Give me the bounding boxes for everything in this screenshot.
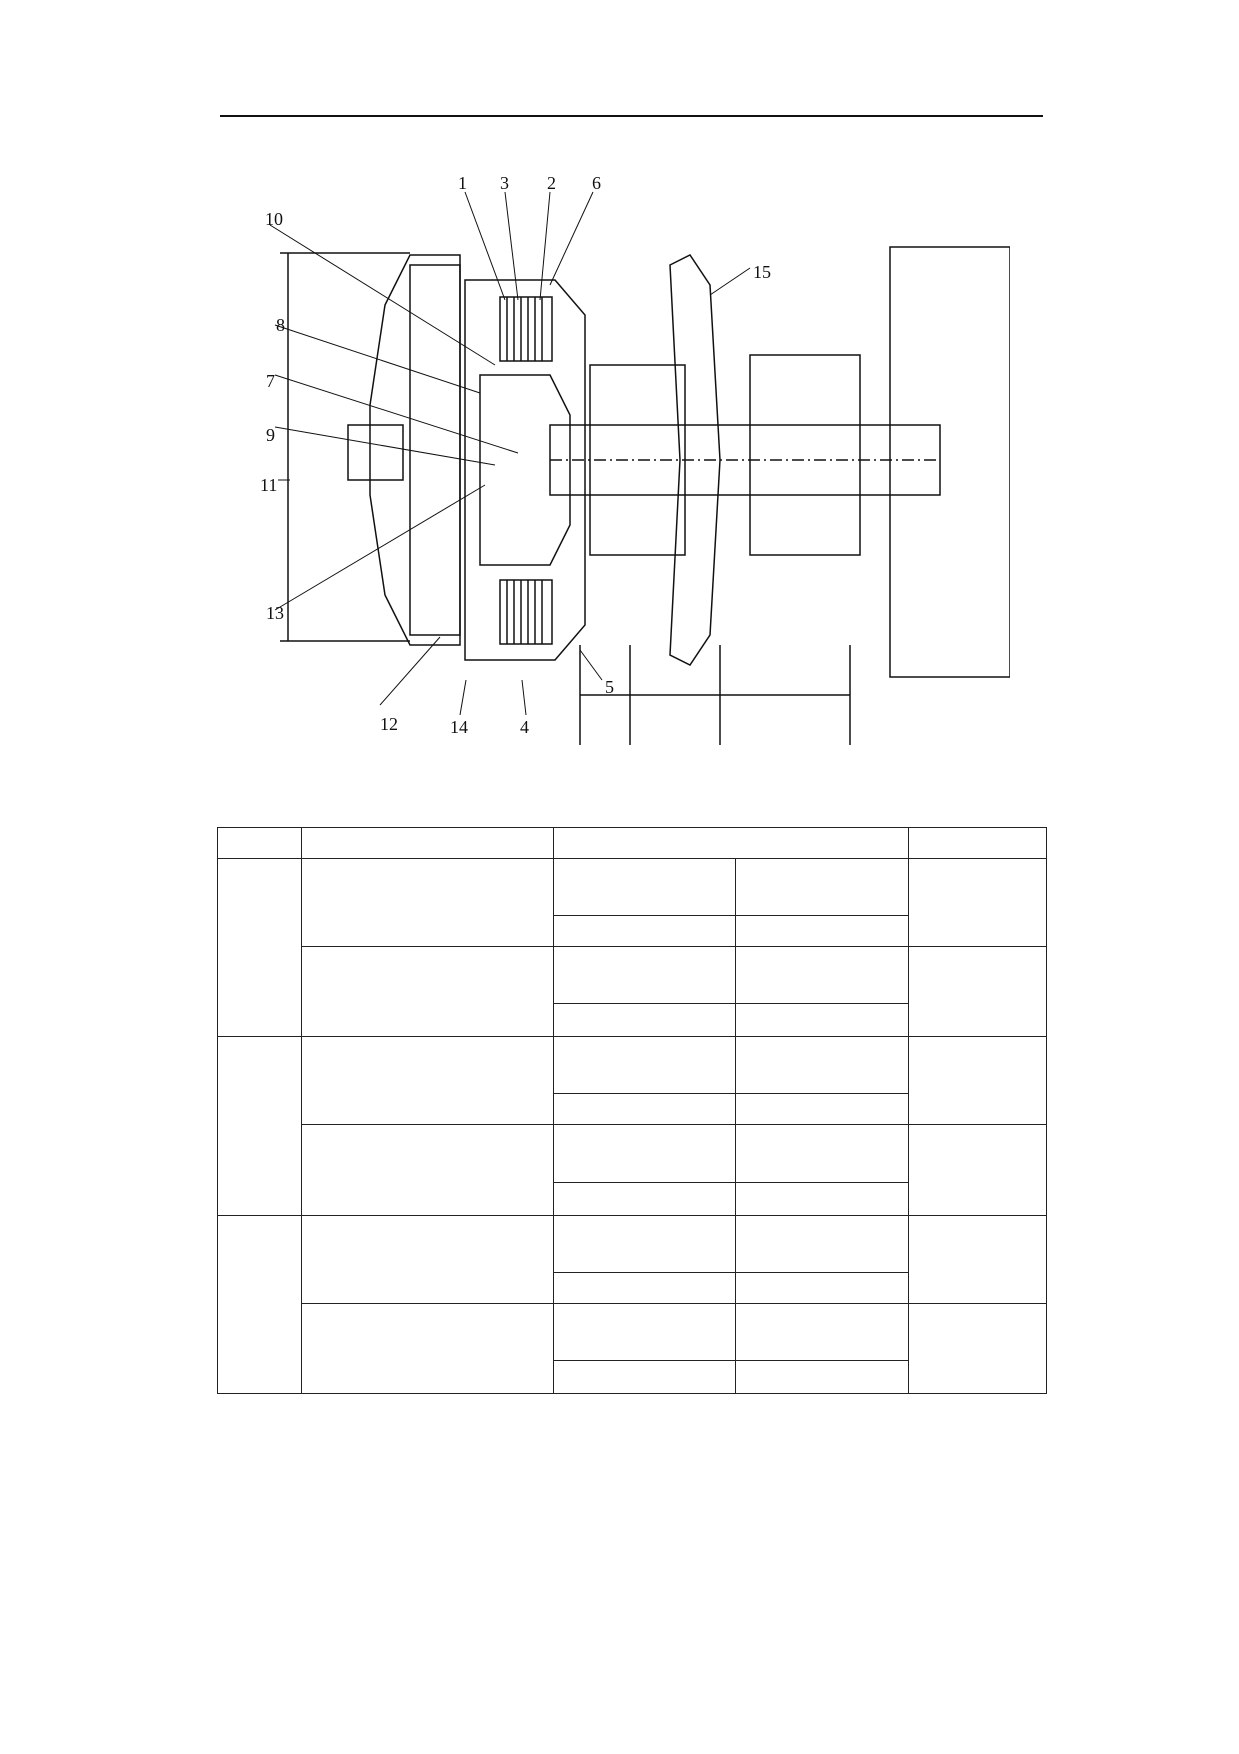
value-cell: [553, 1302, 736, 1361]
value-cell: [553, 858, 736, 917]
value-cell: [735, 1302, 909, 1361]
spec-table: [217, 826, 1047, 1395]
table-row: [218, 1093, 1047, 1126]
note-cell: [908, 1302, 1047, 1395]
callout-9: 9: [266, 425, 275, 445]
value-cell: [735, 858, 909, 917]
pressure-plate: [479, 374, 571, 566]
callout-2: 2: [547, 175, 556, 193]
clutch-assembly-drawing: 1 3 2 6 10 15 8 7 9 11 13 5 12 14 4: [260, 175, 1010, 745]
table-row: [218, 1359, 1047, 1395]
value-cell: [553, 1124, 736, 1183]
friction-disc-stack-lower: [499, 579, 553, 645]
note-cell: [908, 1036, 1047, 1126]
item-cell: [301, 1302, 554, 1395]
group-label-cell: [217, 858, 302, 1038]
value-cell: [735, 1359, 909, 1395]
table-row: [217, 1036, 1047, 1216]
callout-4: 4: [520, 717, 529, 737]
bearing-housing-left: [589, 364, 686, 556]
value-cell: [735, 1003, 909, 1038]
callout-12: 12: [380, 714, 398, 734]
value-cell: [553, 1214, 736, 1273]
callout-1: 1: [458, 175, 467, 193]
group-label-cell: [217, 1036, 302, 1216]
value-cell: [553, 946, 736, 1005]
value-cell: [553, 1036, 736, 1095]
value-cell: [553, 1093, 736, 1126]
table-row: [218, 1271, 1047, 1304]
callout-8: 8: [276, 315, 285, 335]
item-cell: [301, 1124, 554, 1216]
table-row: [217, 858, 1047, 1038]
value-cell: [553, 1271, 736, 1304]
value-cell: [735, 1271, 909, 1304]
motor-frame: [889, 246, 1010, 678]
callout-10: 10: [265, 209, 283, 229]
callout-15: 15: [753, 262, 771, 282]
value-cell: [553, 1359, 736, 1395]
item-cell: [301, 858, 554, 948]
header-cell: [301, 826, 554, 860]
table-row: [218, 1302, 1047, 1395]
support-stand-left: [579, 645, 631, 745]
value-cell: [735, 1036, 909, 1095]
table-row: [217, 1214, 1047, 1395]
bearing-housing-right: [749, 354, 861, 556]
note-cell: [908, 1124, 1047, 1216]
group-label-cell: [217, 1214, 302, 1395]
table-header-row: [217, 826, 1047, 860]
top-rule: [220, 115, 1043, 117]
note-cell: [908, 858, 1047, 948]
item-cell: [301, 1036, 554, 1126]
value-cell: [735, 946, 909, 1005]
support-base: [580, 694, 850, 696]
friction-disc-stack-upper: [499, 296, 553, 362]
value-cell: [735, 915, 909, 948]
callout-14: 14: [450, 717, 468, 737]
table-row: [218, 915, 1047, 948]
table-row: [218, 1124, 1047, 1216]
note-cell: [908, 946, 1047, 1038]
item-cell: [301, 946, 554, 1038]
clutch-drum: [464, 279, 586, 661]
callout-13: 13: [266, 603, 284, 623]
value-cell: [735, 1124, 909, 1183]
input-shaft-stub: [347, 424, 404, 481]
callout-7: 7: [266, 371, 275, 391]
callout-6: 6: [592, 175, 601, 193]
item-cell: [301, 1214, 554, 1304]
table-row: [218, 946, 1047, 1038]
value-cell: [553, 1181, 736, 1216]
value-cell: [735, 1181, 909, 1216]
pulley: [669, 254, 721, 666]
callout-5: 5: [605, 677, 614, 697]
callout-11: 11: [260, 475, 277, 495]
value-cell: [553, 1003, 736, 1038]
header-cell: [217, 826, 302, 860]
header-cell: [553, 826, 909, 860]
housing-outline: [369, 254, 461, 646]
table-row: [218, 1181, 1047, 1216]
note-cell: [908, 1214, 1047, 1304]
housing-flange: [409, 264, 461, 636]
value-cell: [735, 1214, 909, 1273]
support-stand-right: [719, 645, 851, 745]
header-cell: [908, 826, 1047, 860]
callout-3: 3: [500, 175, 509, 193]
value-cell: [553, 915, 736, 948]
value-cell: [735, 1093, 909, 1126]
